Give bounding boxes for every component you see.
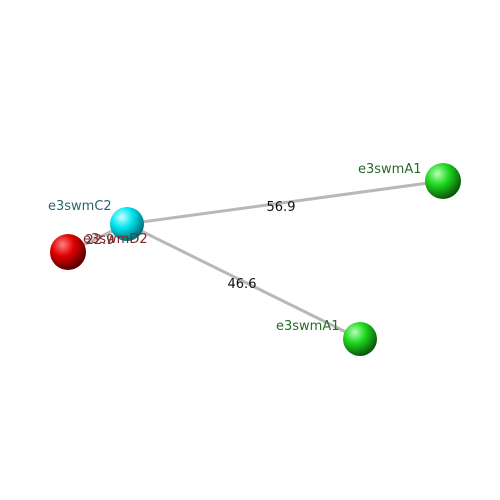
- distance-label-c2-a1-top: 56.9: [267, 200, 296, 215]
- edge-c2-a1-top: [126, 179, 444, 226]
- atom-label-e3swmA1-top: e3swmA1: [358, 162, 422, 177]
- atoms: [50, 163, 461, 356]
- distance-labels: 56.9 46.6 22.9: [86, 200, 296, 292]
- atom-e3swmD2[interactable]: [50, 234, 86, 270]
- atom-labels: e3swmC2 e3swmD2 e3swmA1 e3swmA1: [48, 162, 422, 334]
- edge-c2-a1-bottom: [126, 222, 361, 341]
- atom-e3swmC2[interactable]: [110, 207, 144, 241]
- atom-label-e3swmC2: e3swmC2: [48, 199, 112, 214]
- atom-label-e3swmA1-bottom: e3swmA1: [276, 319, 340, 334]
- atom-e3swmA1-top[interactable]: [425, 163, 461, 199]
- distance-label-c2-a1-bottom: 46.6: [228, 277, 257, 292]
- distance-label-c2-d2: 22.9: [86, 233, 115, 248]
- atom-label-e3swmD2: e3swmD2: [83, 232, 148, 247]
- distance-lines: [67, 179, 444, 341]
- atom-e3swmA1-bottom[interactable]: [343, 322, 377, 356]
